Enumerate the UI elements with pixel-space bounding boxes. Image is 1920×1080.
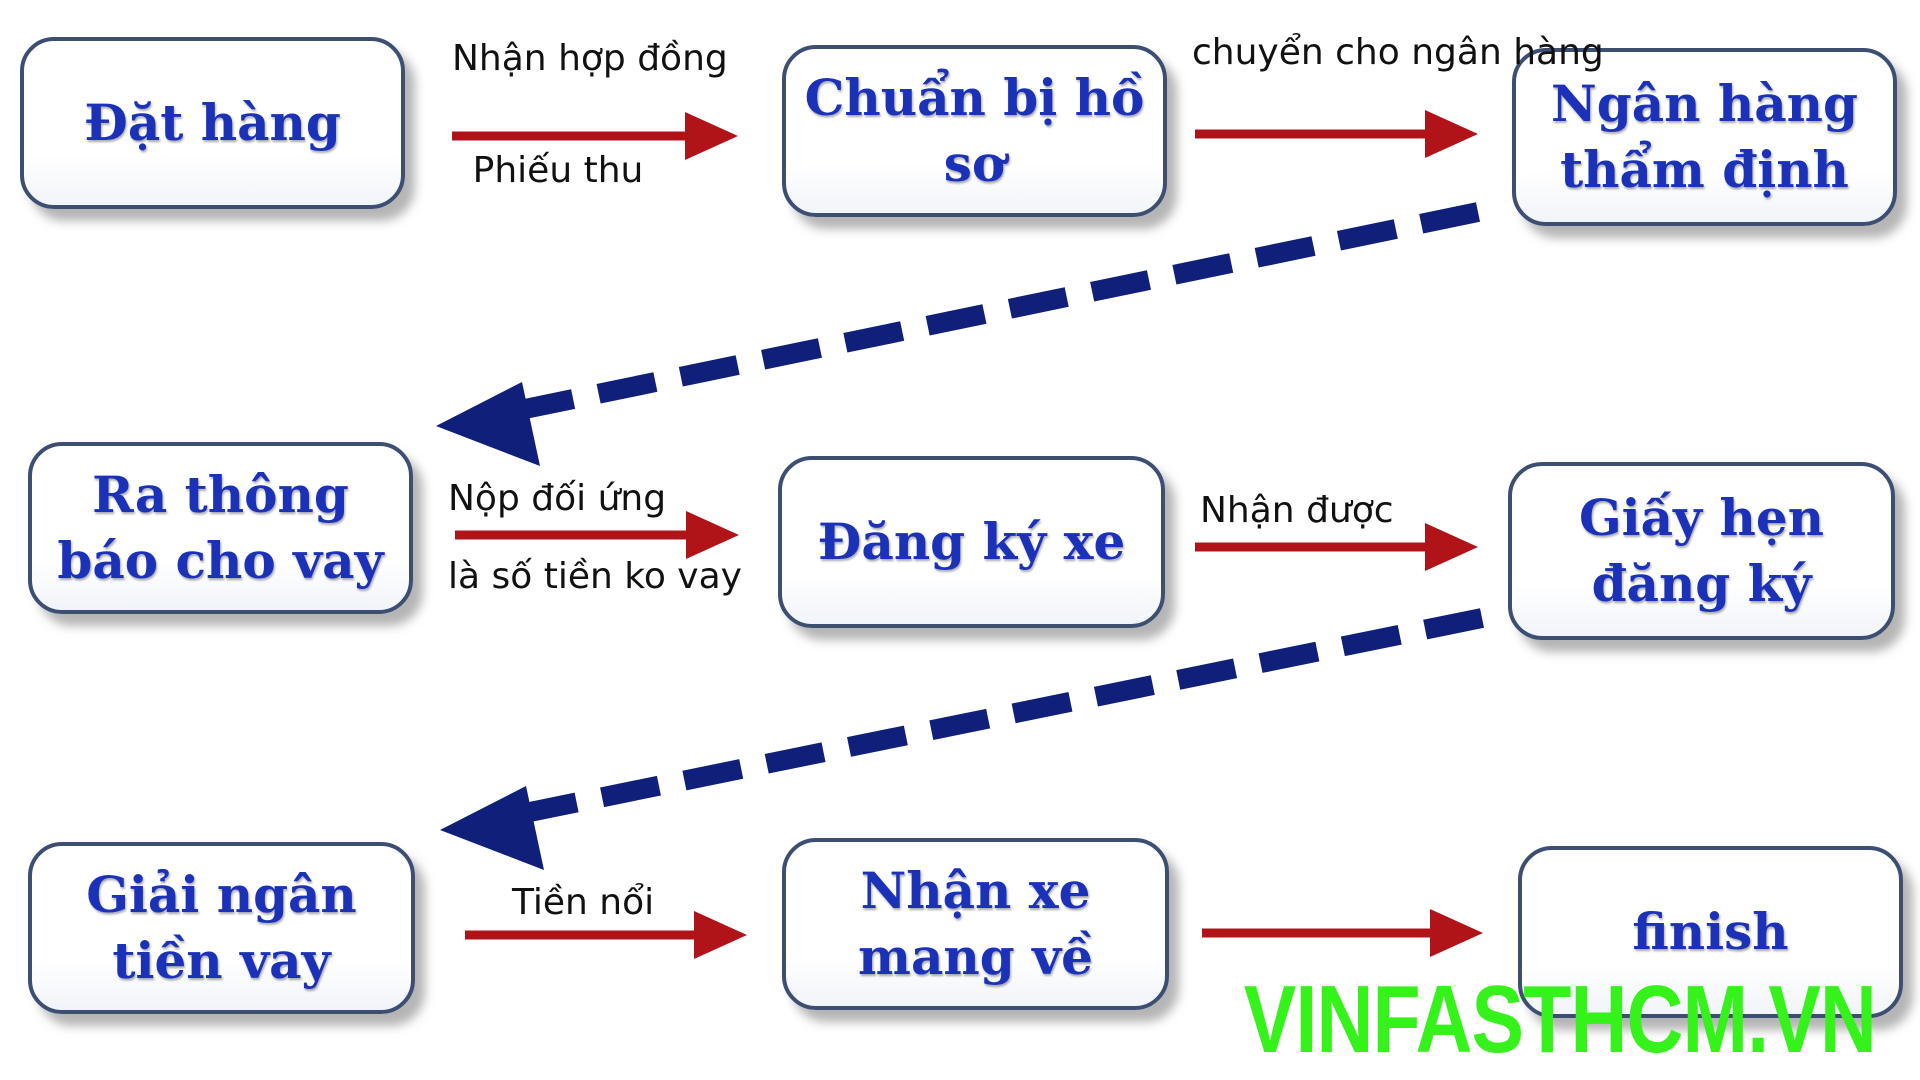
node-ngan-hang-tham-dinh: Ngân hàng thẩm định xyxy=(1512,48,1897,226)
node-giai-ngan-tien-vay: Giải ngân tiền vay xyxy=(28,842,415,1014)
arrow-dathang-to-chuanbi xyxy=(452,112,738,160)
edge-label-nhan-hop-dong: Nhận hợp đồng xyxy=(452,38,728,79)
node-label: Chuẩn bị hồ sơ xyxy=(804,68,1145,193)
node-label: Ngân hàng thẩm định xyxy=(1551,74,1858,199)
arrow-giaingan-to-nhanxe xyxy=(465,911,747,959)
node-dang-ky-xe: Đăng ký xe xyxy=(778,456,1165,628)
edge-label-nop-doi-ung: Nộp đối ứng xyxy=(448,478,667,519)
edge-label-tien-noi: Tiền nổi xyxy=(512,882,655,923)
node-chuan-bi-ho-so: Chuẩn bị hồ sơ xyxy=(782,45,1167,217)
arrow-nganhang-to-rathongbao-dashed xyxy=(436,202,1481,466)
arrow-dangky-to-giayhen xyxy=(1195,523,1478,571)
watermark-text: VINFASTHCM.VN xyxy=(1243,966,1877,1073)
edge-label-phieu-thu: Phiếu thu xyxy=(472,150,644,191)
node-dat-hang: Đặt hàng xyxy=(20,37,405,209)
node-label: Ra thông báo cho vay xyxy=(57,465,384,590)
node-label: Nhận xe mang về xyxy=(858,861,1093,986)
node-label: Giải ngân tiền vay xyxy=(86,865,357,990)
arrow-nhanxe-to-finish xyxy=(1202,909,1483,957)
arrow-rathongbao-to-dangky xyxy=(455,511,739,559)
node-giay-hen-dang-ky: Giấy hẹn đăng ký xyxy=(1508,462,1895,640)
node-nhan-xe-mang-ve: Nhận xe mang về xyxy=(782,838,1169,1010)
edge-label-nhan-duoc: Nhận được xyxy=(1200,490,1394,531)
node-finish: finish xyxy=(1518,846,1903,1018)
edge-label-chuyen-cho-ngan-hang: chuyển cho ngân hàng xyxy=(1192,32,1604,73)
node-label: finish xyxy=(1632,902,1789,961)
edge-label-la-so-tien-ko-vay: là số tiền ko vay xyxy=(448,556,742,597)
node-label: Đặt hàng xyxy=(84,93,341,152)
arrow-chuanbi-to-nganhang xyxy=(1195,110,1478,158)
node-ra-thong-bao-cho-vay: Ra thông báo cho vay xyxy=(28,442,413,614)
node-label: Giấy hẹn đăng ký xyxy=(1578,488,1825,613)
node-label: Đăng ký xe xyxy=(817,512,1126,571)
arrow-giayhen-to-giaingan-dashed xyxy=(440,608,1484,870)
